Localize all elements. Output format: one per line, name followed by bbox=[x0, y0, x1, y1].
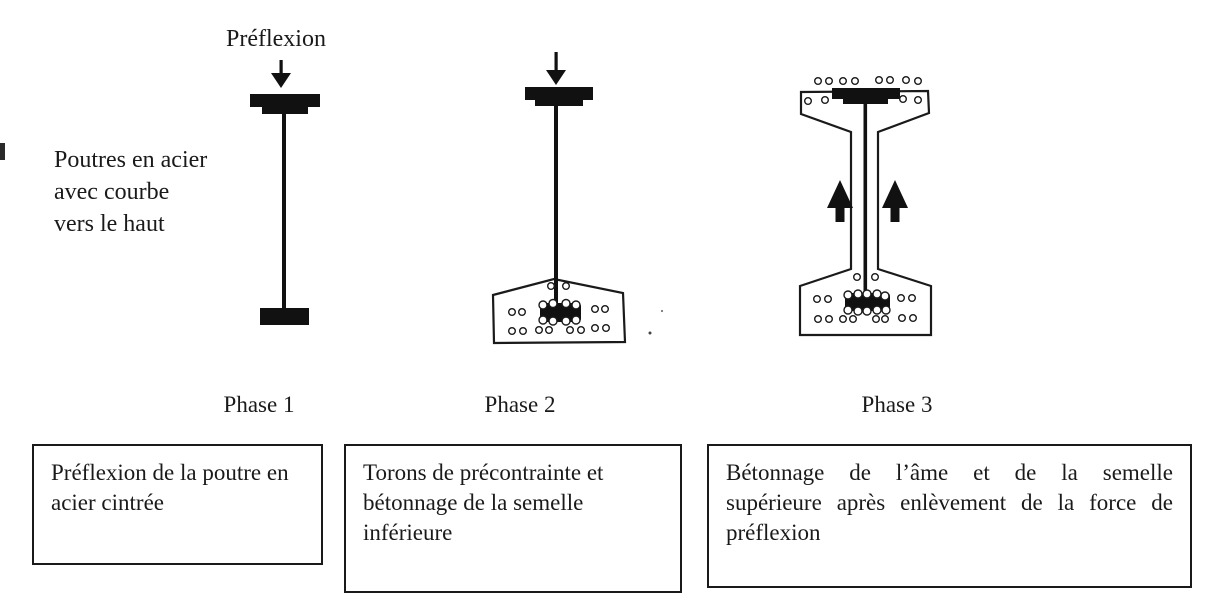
phase2-caption-text: Torons de précontrainte et bétonnage de … bbox=[363, 460, 604, 545]
phase1-web bbox=[282, 113, 286, 310]
phase3-caption-text: Bétonnage de l’âme et de la semelle supé… bbox=[726, 460, 1173, 545]
steel-beam-side-note: Poutres en acier avec courbe vers le hau… bbox=[54, 144, 207, 240]
phase2-strand-dots bbox=[508, 282, 611, 336]
phase3-drawing bbox=[798, 75, 933, 337]
phase1-top-flange-step bbox=[262, 106, 308, 114]
side-note-line: vers le haut bbox=[54, 211, 165, 237]
phase3-steel-beam bbox=[832, 88, 900, 301]
phase2-caption-box: Torons de précontrainte et bétonnage de … bbox=[344, 444, 682, 593]
phase3-caption-box: Bétonnage de l’âme et de la semelle supé… bbox=[707, 444, 1192, 588]
phase3-label: Phase 3 bbox=[861, 392, 933, 417]
phase1-caption-text: Préflexion de la poutre en acier cintrée bbox=[51, 460, 289, 515]
scan-speck bbox=[660, 309, 664, 313]
phase1-caption-box: Préflexion de la poutre en acier cintrée bbox=[32, 444, 323, 565]
phase3-top-dots bbox=[814, 75, 923, 85]
phase2-label: Phase 2 bbox=[484, 392, 556, 417]
phase2-steel-beam bbox=[525, 87, 593, 310]
phase2-down-arrow-icon bbox=[546, 52, 566, 85]
side-note-line: Poutres en acier bbox=[54, 147, 208, 173]
uplift-arrow-right-icon bbox=[882, 180, 908, 222]
phase1-bottom-flange bbox=[260, 308, 309, 325]
phase3-top-flange-dots bbox=[804, 94, 923, 105]
preflexion-load-label: Préflexion bbox=[226, 26, 326, 52]
uplift-arrow-left-icon bbox=[827, 180, 853, 222]
phase2-strand-cluster bbox=[538, 298, 581, 326]
phase1-top-flange bbox=[250, 94, 320, 107]
preflexion-down-arrow-icon bbox=[271, 60, 291, 88]
phase2-drawing bbox=[491, 52, 664, 345]
scan-speck bbox=[648, 331, 652, 335]
phase1-label: Phase 1 bbox=[223, 392, 295, 417]
side-note-line: avec courbe bbox=[54, 179, 170, 205]
phase1-steel-beam-drawing bbox=[250, 60, 320, 325]
phase3-strand-cluster bbox=[843, 289, 891, 316]
phase3-strand-dots bbox=[813, 273, 918, 324]
scan-artifact bbox=[0, 143, 5, 160]
